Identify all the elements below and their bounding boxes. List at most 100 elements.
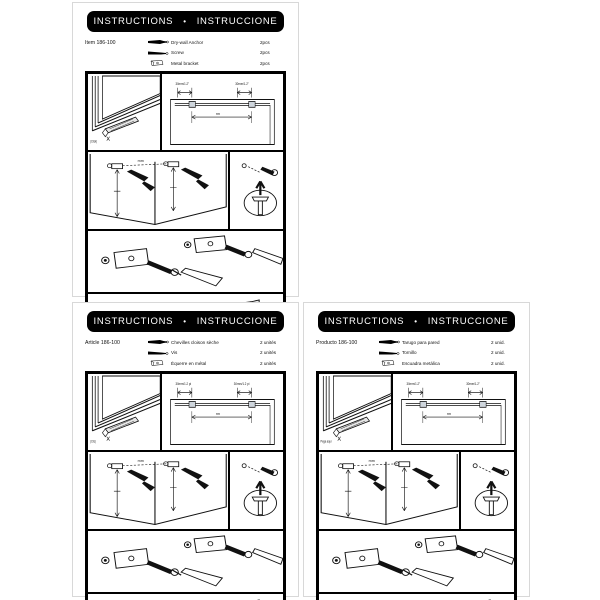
item-number-label: Article 186-100 bbox=[85, 340, 120, 346]
part-name: Escuadra metálica bbox=[402, 360, 440, 366]
banner-left-text: INSTRUCTIONS bbox=[93, 16, 174, 27]
svg-text:30mm/1.2": 30mm/1.2" bbox=[407, 381, 421, 386]
svg-text:30mm/1.2 pi: 30mm/1.2 pi bbox=[176, 381, 192, 386]
parts-list-2: Article 186-100 Chevilles cloison sèche … bbox=[81, 336, 290, 371]
part-name: Vis bbox=[171, 350, 178, 355]
part-qty: 2 unid. bbox=[491, 350, 505, 355]
part-row: Équerre en métal 2 unités bbox=[147, 359, 286, 367]
header-banner-1: INSTRUCTIONS • INSTRUCCIONE bbox=[87, 11, 284, 32]
diagram-row-1: Pega aquí bbox=[319, 374, 514, 453]
step-hammer-anchor-detail bbox=[228, 152, 283, 229]
part-row: Dry-wall Anchor 2pcs bbox=[147, 38, 286, 46]
diagram-row-3 bbox=[88, 530, 283, 594]
part-name: Metal bracket bbox=[171, 60, 199, 66]
instruction-page-2: INSTRUCTIONS • INSTRUCCIONE Article 186-… bbox=[72, 302, 299, 600]
drywall-anchor-icon bbox=[147, 338, 169, 346]
svg-text:30mm/1.2": 30mm/1.2" bbox=[466, 381, 480, 386]
step-frame-detail: (Click) bbox=[88, 74, 161, 151]
step-hang-frame bbox=[88, 593, 283, 600]
header-banner-2: INSTRUCTIONS • INSTRUCCIONE bbox=[87, 311, 284, 332]
svg-text:mm: mm bbox=[447, 412, 451, 417]
svg-text:30mm/1.2": 30mm/1.2" bbox=[176, 81, 190, 86]
diagram-row-2: mm bbox=[88, 452, 283, 531]
banner-left-text: INSTRUCTIONS bbox=[324, 316, 405, 327]
step-wall-marking: mm bbox=[319, 452, 460, 529]
part-qty: 2 unités bbox=[260, 350, 277, 355]
metal-bracket-icon bbox=[378, 359, 400, 367]
svg-text:(Clic): (Clic) bbox=[90, 439, 96, 444]
part-name: Tarugo para pared bbox=[402, 339, 440, 345]
part-row: Escuadra metálica 2 unid. bbox=[378, 359, 517, 367]
step-wall-measurements: 30mm/1.2 pi 30mm/1.2 pi mm bbox=[160, 374, 283, 451]
step-wall-measurements: 30mm/1.2" 30mm/1.2" mm bbox=[160, 74, 283, 151]
banner-right-text: INSTRUCCIONE bbox=[196, 316, 278, 327]
part-row: Tarugo para pared 2 unid. bbox=[378, 338, 517, 346]
diagram-row-4 bbox=[319, 593, 514, 600]
banner-left-text: INSTRUCTIONS bbox=[93, 316, 174, 327]
diagram-row-2: mm bbox=[88, 152, 283, 231]
banner-right-text: INSTRUCCIONE bbox=[196, 16, 278, 27]
diagram-row-1: (Click) bbox=[88, 74, 283, 153]
svg-text:mm: mm bbox=[138, 159, 144, 163]
svg-text:30mm/1.2": 30mm/1.2" bbox=[235, 81, 249, 86]
diagram-row-4 bbox=[88, 593, 283, 600]
step-screw-bracket bbox=[88, 230, 283, 292]
part-qty: 2 unités bbox=[260, 360, 277, 366]
part-row: Metal bracket 2pcs bbox=[147, 59, 286, 67]
svg-text:mm: mm bbox=[216, 112, 220, 117]
part-row: Vis 2 unités bbox=[147, 349, 286, 357]
part-name: Screw bbox=[171, 50, 184, 55]
part-qty: 2 unid. bbox=[491, 339, 505, 345]
banner-separator-dot: • bbox=[183, 317, 187, 326]
banner-separator-dot: • bbox=[414, 317, 418, 326]
svg-text:mm: mm bbox=[138, 459, 144, 463]
parts-list-3: Producto 186-100 Tarugo para pared 2 uni… bbox=[312, 336, 521, 371]
part-name: Chevilles cloison sèche bbox=[171, 339, 219, 345]
screw-icon bbox=[147, 349, 169, 357]
step-wall-marking: mm bbox=[88, 452, 229, 529]
step-frame-detail: Pega aquí bbox=[319, 374, 392, 451]
step-screw-bracket bbox=[319, 530, 514, 592]
drywall-anchor-icon bbox=[378, 338, 400, 346]
screw-icon bbox=[147, 49, 169, 57]
step-screw-bracket bbox=[88, 530, 283, 592]
part-qty: 2pcs bbox=[260, 39, 270, 45]
banner-separator-dot: • bbox=[183, 17, 187, 26]
part-qty: 2 unid. bbox=[491, 360, 505, 366]
svg-text:mm: mm bbox=[216, 412, 220, 417]
part-qty: 2pcs bbox=[260, 60, 270, 66]
screw-icon bbox=[378, 349, 400, 357]
step-hang-frame bbox=[319, 593, 514, 600]
click-label: (Click) bbox=[90, 139, 97, 144]
diagram-row-3 bbox=[319, 530, 514, 594]
step-wall-marking: mm bbox=[88, 152, 229, 229]
step-hammer-anchor-detail bbox=[228, 452, 283, 529]
step-wall-measurements: 30mm/1.2" 30mm/1.2" mm bbox=[391, 374, 514, 451]
part-qty: 2 unités bbox=[260, 339, 277, 345]
metal-bracket-icon bbox=[147, 59, 169, 67]
diagram-row-3 bbox=[88, 230, 283, 294]
part-qty: 2pcs bbox=[260, 50, 270, 55]
diagram-row-2: mm bbox=[319, 452, 514, 531]
metal-bracket-icon bbox=[147, 359, 169, 367]
item-number-label: Item 186-100 bbox=[85, 40, 116, 46]
part-name: Équerre en métal bbox=[171, 360, 207, 366]
banner-right-text: INSTRUCCIONE bbox=[427, 316, 509, 327]
instruction-page-3: INSTRUCTIONS • INSTRUCCIONE Producto 186… bbox=[303, 302, 530, 600]
instruction-page-1: INSTRUCTIONS • INSTRUCCIONE Item 186-100 bbox=[72, 2, 299, 371]
svg-text:Pega aquí: Pega aquí bbox=[320, 439, 331, 444]
diagram-grid-3: Pega aquí bbox=[316, 371, 517, 600]
header-banner-3: INSTRUCTIONS • INSTRUCCIONE bbox=[318, 311, 515, 332]
part-name: Dry-wall Anchor bbox=[171, 39, 204, 45]
diagram-row-1: (Clic) bbox=[88, 374, 283, 453]
part-row: Screw 2pcs bbox=[147, 49, 286, 57]
part-row: Tornillo 2 unid. bbox=[378, 349, 517, 357]
item-number-label: Producto 186-100 bbox=[316, 340, 358, 346]
step-frame-detail: (Clic) bbox=[88, 374, 161, 451]
diagram-grid-2: (Clic) bbox=[85, 371, 286, 600]
part-row: Chevilles cloison sèche 2 unités bbox=[147, 338, 286, 346]
drywall-anchor-icon bbox=[147, 38, 169, 46]
parts-list-1: Item 186-100 Dry-wall Anchor 2pcs bbox=[81, 36, 290, 71]
part-name: Tornillo bbox=[402, 350, 417, 355]
